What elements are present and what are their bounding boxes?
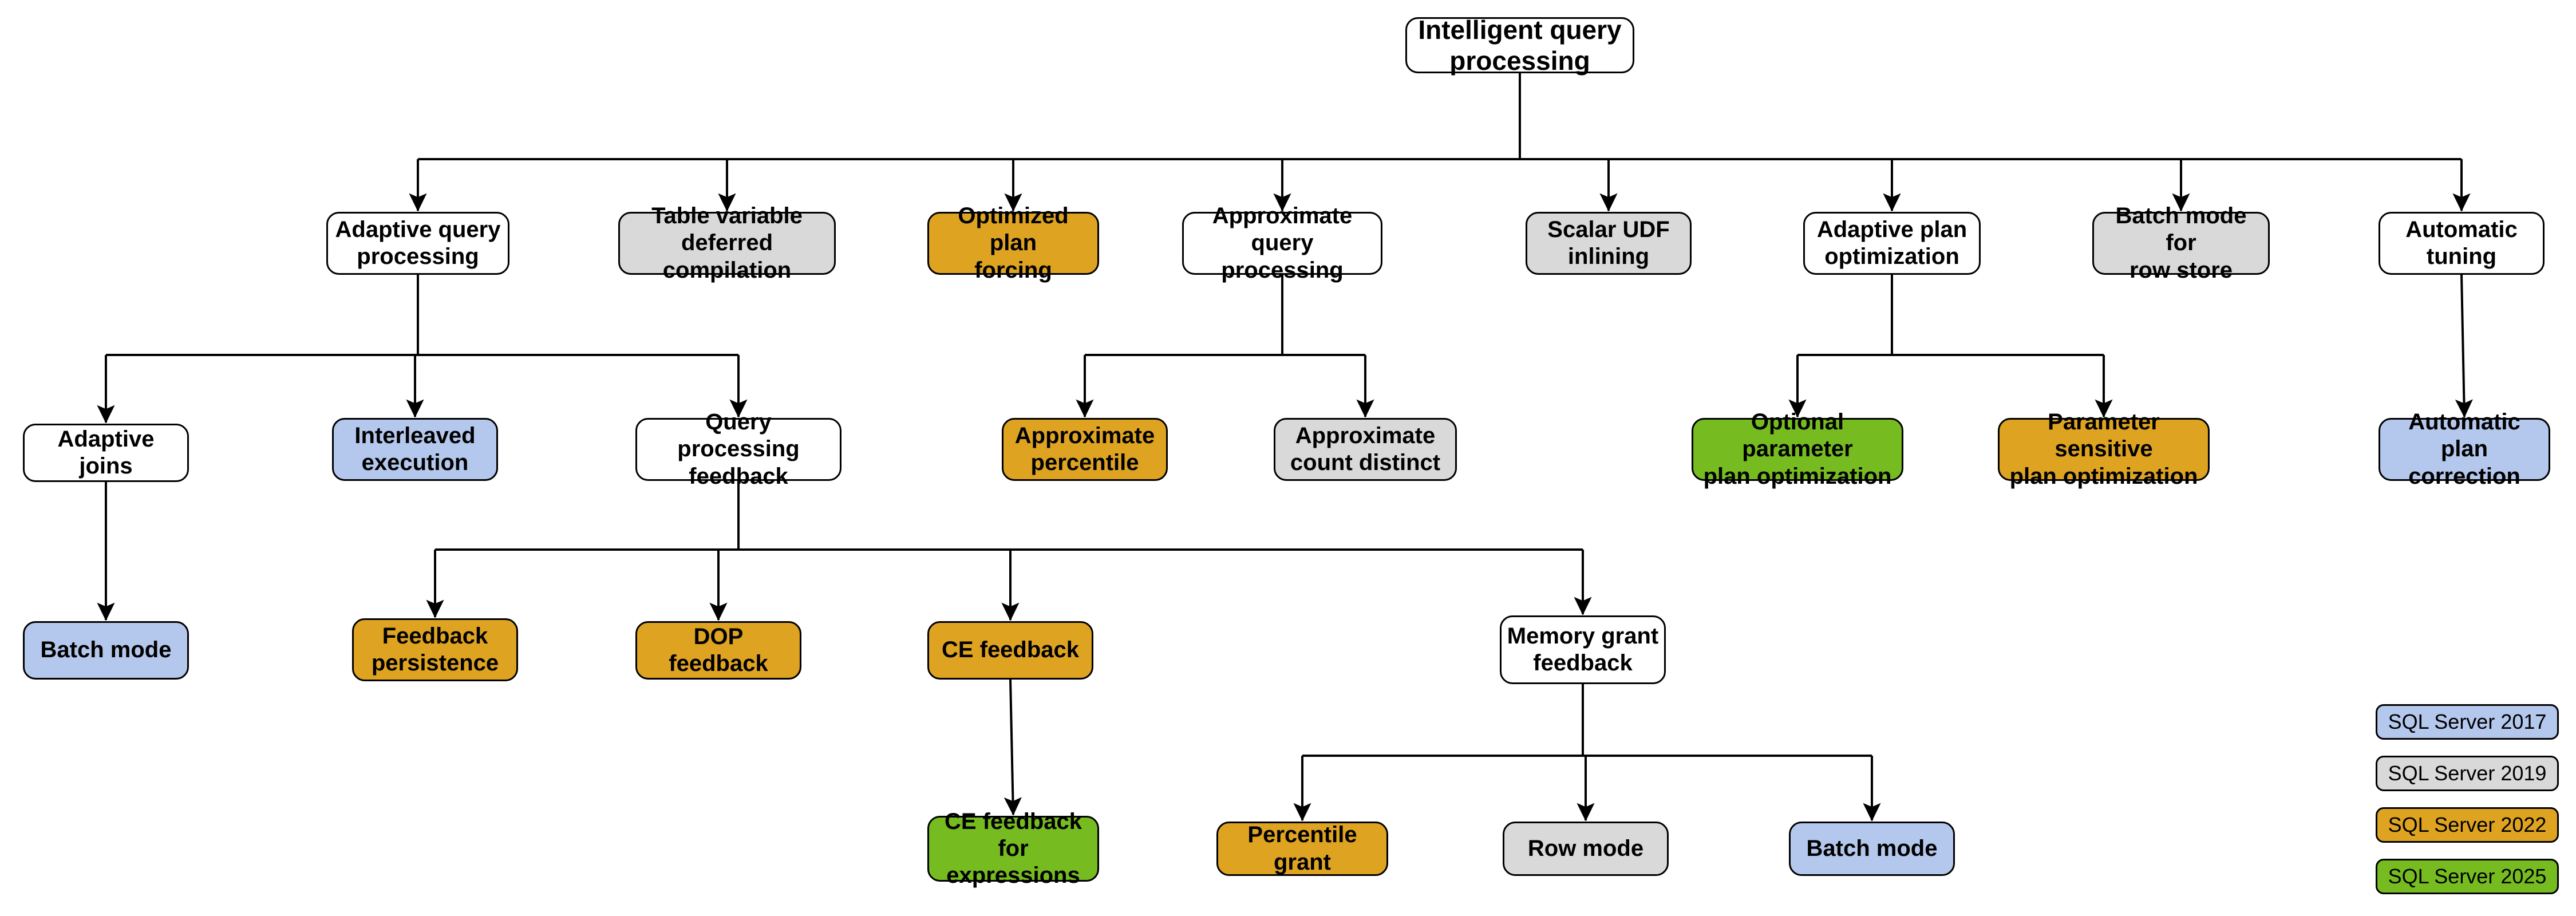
- node-label: Batch mode for row store: [2115, 203, 2247, 283]
- node-label: Scalar UDF inlining: [1547, 216, 1670, 269]
- node-label: Query processing feedback: [677, 409, 800, 489]
- node-label: Batch mode: [1806, 835, 1938, 861]
- node-pct_grant[interactable]: Percentile grant: [1216, 822, 1388, 876]
- node-label: Optional parameter plan optimization: [1703, 409, 1892, 489]
- node-opf[interactable]: Optimized plan forcing: [927, 203, 1099, 283]
- node-qpf[interactable]: Query processing feedback: [635, 409, 841, 489]
- node-batch_mode_aj[interactable]: Batch mode: [23, 621, 189, 680]
- legend-item-label: SQL Server 2022: [2388, 813, 2547, 836]
- node-label: Adaptive plan optimization: [1816, 216, 1967, 269]
- node-ce_fb_expr[interactable]: CE feedback for expressions: [927, 809, 1099, 888]
- node-root[interactable]: Intelligent query processing: [1405, 15, 1634, 76]
- node-apc[interactable]: Automatic plan correction: [2379, 409, 2550, 489]
- node-label: DOP feedback: [669, 623, 768, 676]
- node-interleaved[interactable]: Interleaved execution: [332, 418, 498, 481]
- node-label: Automatic plan correction: [2408, 409, 2520, 489]
- node-oppo[interactable]: Optional parameter plan optimization: [1692, 409, 1903, 489]
- node-mgf[interactable]: Memory grant feedback: [1500, 615, 1666, 684]
- node-feedback_persist[interactable]: Feedback persistence: [352, 618, 518, 681]
- node-label: Automatic tuning: [2405, 216, 2518, 269]
- node-row_mode[interactable]: Row mode: [1503, 822, 1669, 876]
- node-label: CE feedback for expressions: [944, 808, 1082, 889]
- edge-ce_feedback-to-ce_fb_expr: [1003, 679, 1022, 816]
- node-label: Row mode: [1527, 835, 1644, 861]
- node-aqp[interactable]: Adaptive query processing: [326, 212, 509, 275]
- node-label: Intelligent query processing: [1418, 14, 1622, 76]
- legend-item-sql-server-2017[interactable]: SQL Server 2017: [2376, 704, 2559, 740]
- node-adaptive_joins[interactable]: Adaptive joins: [23, 424, 189, 482]
- node-label: Percentile grant: [1247, 822, 1357, 875]
- node-label: Approximate count distinct: [1290, 423, 1441, 475]
- node-label: CE feedback: [941, 637, 1080, 663]
- node-approx_pct[interactable]: Approximate percentile: [1002, 418, 1168, 481]
- node-autotune[interactable]: Automatic tuning: [2379, 212, 2545, 275]
- node-bmrs[interactable]: Batch mode for row store: [2092, 203, 2270, 283]
- node-pspo[interactable]: Parameter sensitive plan optimization: [1998, 409, 2210, 489]
- node-ce_feedback[interactable]: CE feedback: [927, 621, 1093, 680]
- node-label: Table variable deferred compilation: [651, 203, 803, 283]
- node-label: Parameter sensitive plan optimization: [2009, 409, 2198, 489]
- node-approx_cd[interactable]: Approximate count distinct: [1274, 418, 1457, 481]
- legend-item-sql-server-2022[interactable]: SQL Server 2022: [2376, 807, 2559, 843]
- node-dop_feedback[interactable]: DOP feedback: [635, 621, 801, 680]
- legend-item-sql-server-2019[interactable]: SQL Server 2019: [2376, 756, 2559, 791]
- node-label: Optimized plan forcing: [958, 203, 1069, 283]
- node-apo[interactable]: Adaptive plan optimization: [1803, 212, 1981, 275]
- node-label: Interleaved execution: [354, 423, 476, 475]
- node-scalar_udf[interactable]: Scalar UDF inlining: [1526, 212, 1692, 275]
- legend-item-label: SQL Server 2019: [2388, 761, 2547, 785]
- legend-item-sql-server-2025[interactable]: SQL Server 2025: [2376, 859, 2559, 894]
- node-label: Adaptive query processing: [335, 216, 501, 269]
- node-tvdc[interactable]: Table variable deferred compilation: [618, 203, 836, 283]
- node-label: Batch mode: [40, 637, 172, 663]
- legend-item-label: SQL Server 2017: [2388, 710, 2547, 733]
- node-label: Approximate percentile: [1014, 423, 1155, 475]
- node-label: Adaptive joins: [57, 426, 155, 479]
- node-batch_mode_mgf[interactable]: Batch mode: [1789, 822, 1955, 876]
- edge-autotune-to-apc: [2455, 274, 2473, 418]
- node-label: Approximate query processing: [1212, 203, 1353, 283]
- node-approx_qp[interactable]: Approximate query processing: [1182, 203, 1382, 283]
- node-label: Memory grant feedback: [1507, 623, 1659, 676]
- node-label: Feedback persistence: [371, 623, 499, 676]
- legend-item-label: SQL Server 2025: [2388, 864, 2547, 888]
